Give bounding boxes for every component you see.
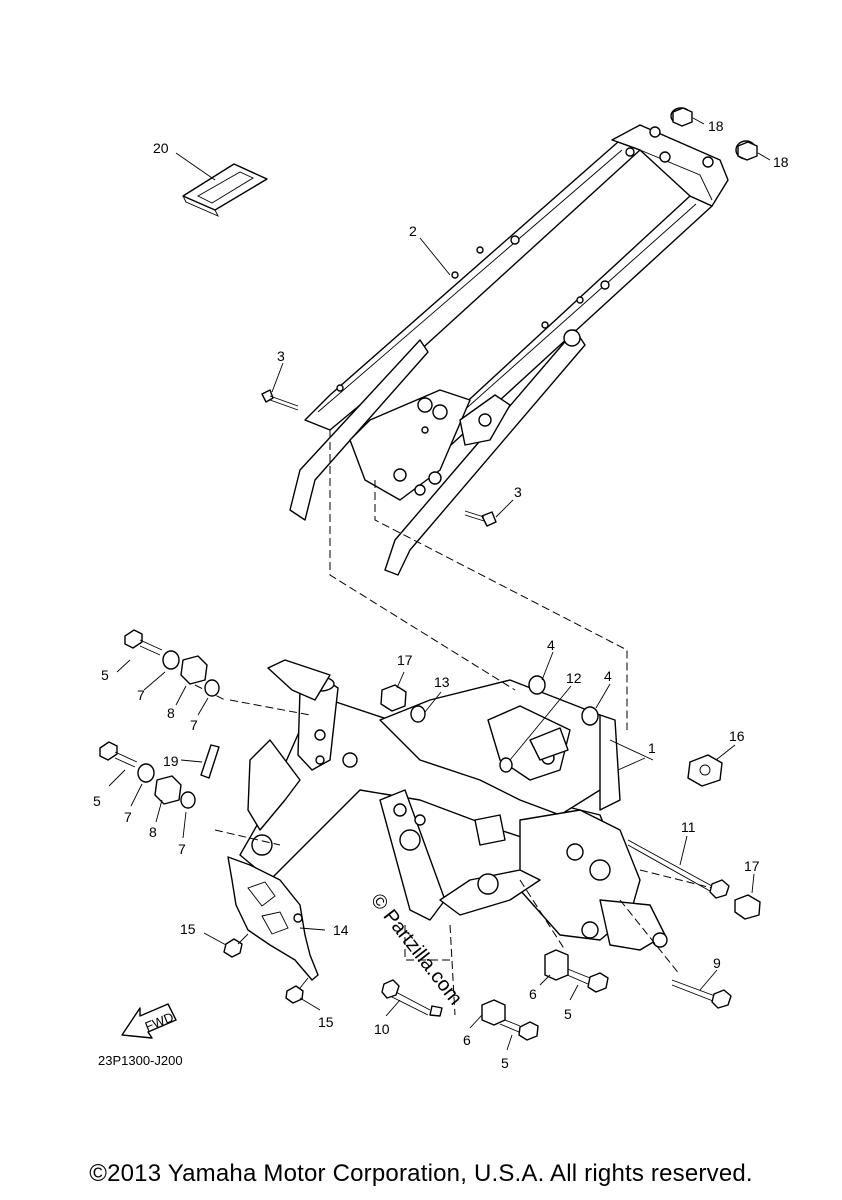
- leader-lines: [194, 430, 721, 1016]
- callout-17b: 17: [744, 858, 760, 874]
- callout-numbers: 20 18 18 2 3 3 5 7 8 7 17 13 4 12 4 1 16…: [93, 118, 789, 1071]
- callout-5a: 5: [101, 667, 109, 683]
- callout-10: 10: [374, 1021, 390, 1037]
- callout-20: 20: [153, 140, 169, 156]
- callout-leaders: [108, 117, 771, 1051]
- callout-3a: 3: [277, 348, 285, 364]
- callout-4a: 4: [547, 637, 555, 653]
- callout-8a: 8: [167, 705, 175, 721]
- diagram-code: 23P1300-J200: [98, 1053, 183, 1068]
- fwd-arrow: FWD: [121, 1003, 177, 1039]
- callout-18a: 18: [708, 118, 724, 134]
- callout-15b: 15: [318, 1014, 334, 1030]
- callout-9: 9: [713, 955, 721, 971]
- callout-3b: 3: [514, 484, 522, 500]
- callout-5b: 5: [93, 793, 101, 809]
- callout-7d: 7: [178, 841, 186, 857]
- callout-15a: 15: [180, 921, 196, 937]
- callout-16: 16: [729, 728, 745, 744]
- callout-7a: 7: [137, 687, 145, 703]
- part-19-tag: [200, 744, 220, 779]
- callout-18b: 18: [773, 154, 789, 170]
- callout-2: 2: [409, 223, 417, 239]
- part-3-bolts: [261, 389, 497, 527]
- part-long-bolts: [381, 839, 732, 1017]
- callout-7b: 7: [190, 717, 198, 733]
- callout-19: 19: [163, 753, 179, 769]
- copyright-notice: ©2013 Yamaha Motor Corporation, U.S.A. A…: [89, 1160, 753, 1187]
- callout-1: 1: [648, 740, 656, 756]
- part-6-collars: [481, 949, 569, 1026]
- rear-subframe: [289, 124, 729, 576]
- part-bushings: [380, 675, 761, 920]
- callout-8b: 8: [149, 824, 157, 840]
- part-16-clip: [687, 754, 723, 787]
- part-18-caps: [670, 107, 758, 161]
- part-7-8-collars: [137, 650, 220, 809]
- callout-5c: 5: [564, 1006, 572, 1022]
- callout-11: 11: [681, 819, 696, 835]
- part-5-bolts: [99, 629, 609, 1041]
- callout-13: 13: [434, 674, 450, 690]
- callout-6b: 6: [463, 1032, 471, 1048]
- callout-14: 14: [333, 922, 349, 938]
- callout-12: 12: [566, 670, 582, 686]
- part-20-plate: [182, 163, 268, 217]
- callout-4b: 4: [604, 668, 612, 684]
- callout-5d: 5: [501, 1055, 509, 1071]
- callout-7c: 7: [124, 809, 132, 825]
- callout-17a: 17: [397, 652, 413, 668]
- main-frame: [239, 659, 668, 951]
- part-14-guard: [223, 856, 319, 1004]
- callout-6a: 6: [529, 986, 537, 1002]
